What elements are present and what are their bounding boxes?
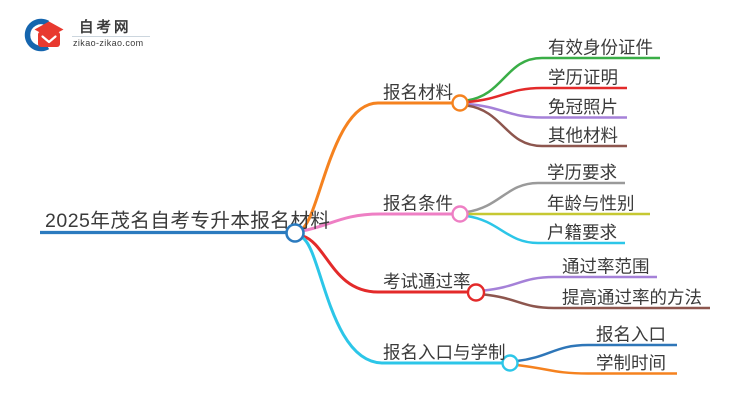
node-circle-conditions <box>451 205 469 223</box>
branch-label-entrance-schooling: 报名入口与学制 <box>383 343 506 363</box>
node-circle-entrance-schooling <box>501 354 519 372</box>
child-edge-household-registration <box>466 214 625 245</box>
child-label-age-gender: 年龄与性别 <box>547 194 635 214</box>
child-label-valid-id: 有效身份证件 <box>548 38 653 58</box>
branch-edge-pass-rate <box>302 234 468 294</box>
child-label-improve-methods: 提高通过率的方法 <box>562 288 702 308</box>
node-circle-pass-rate <box>466 283 486 302</box>
child-label-registration-entrance: 报名入口 <box>596 325 666 345</box>
child-edge-improve-methods <box>483 293 710 310</box>
child-label-pass-rate-range: 通过率范围 <box>562 257 650 277</box>
child-label-other-materials: 其他材料 <box>548 126 618 146</box>
child-label-education-requirement: 学历要求 <box>547 163 617 183</box>
logo-subtitle: zikao-zikao.com <box>73 38 144 48</box>
branch-label-conditions: 报名条件 <box>383 194 453 214</box>
child-edges <box>466 56 710 375</box>
cap-chevron-icon <box>41 35 57 44</box>
child-label-bareheaded-photo: 免冠照片 <box>548 97 618 117</box>
swoosh-icon <box>24 18 50 52</box>
child-label-schooling-length: 学制时间 <box>596 353 666 373</box>
child-edge-pass-rate-range <box>483 275 657 292</box>
child-label-education-proof: 学历证明 <box>548 68 618 88</box>
branch-edge-conditions <box>301 212 452 233</box>
root-label: 2025年茂名自考专升本报名材料 <box>45 210 330 232</box>
branch-edge-materials <box>300 101 452 231</box>
child-edge-schooling-length <box>516 363 677 375</box>
graduation-cap-front <box>38 31 60 47</box>
child-edge-education-proof <box>466 86 627 104</box>
node-circle-materials <box>451 94 469 112</box>
branch-label-materials: 报名材料 <box>383 83 453 103</box>
branch-edge-entrance-schooling <box>301 236 502 365</box>
child-edge-other-materials <box>466 104 627 148</box>
child-edge-bareheaded-photo <box>466 102 627 119</box>
child-label-household-registration: 户籍要求 <box>547 223 617 243</box>
child-edge-valid-id <box>466 56 660 102</box>
branch-edges <box>300 101 502 365</box>
site-logo: 自考网 zikao-zikao.com <box>24 18 150 52</box>
child-edge-registration-entrance <box>516 343 677 363</box>
root-node-circle <box>285 223 305 243</box>
branch-label-pass-rate: 考试通过率 <box>383 272 471 292</box>
child-edge-education-requirement <box>466 181 625 214</box>
logo-title: 自考网 <box>79 18 132 36</box>
